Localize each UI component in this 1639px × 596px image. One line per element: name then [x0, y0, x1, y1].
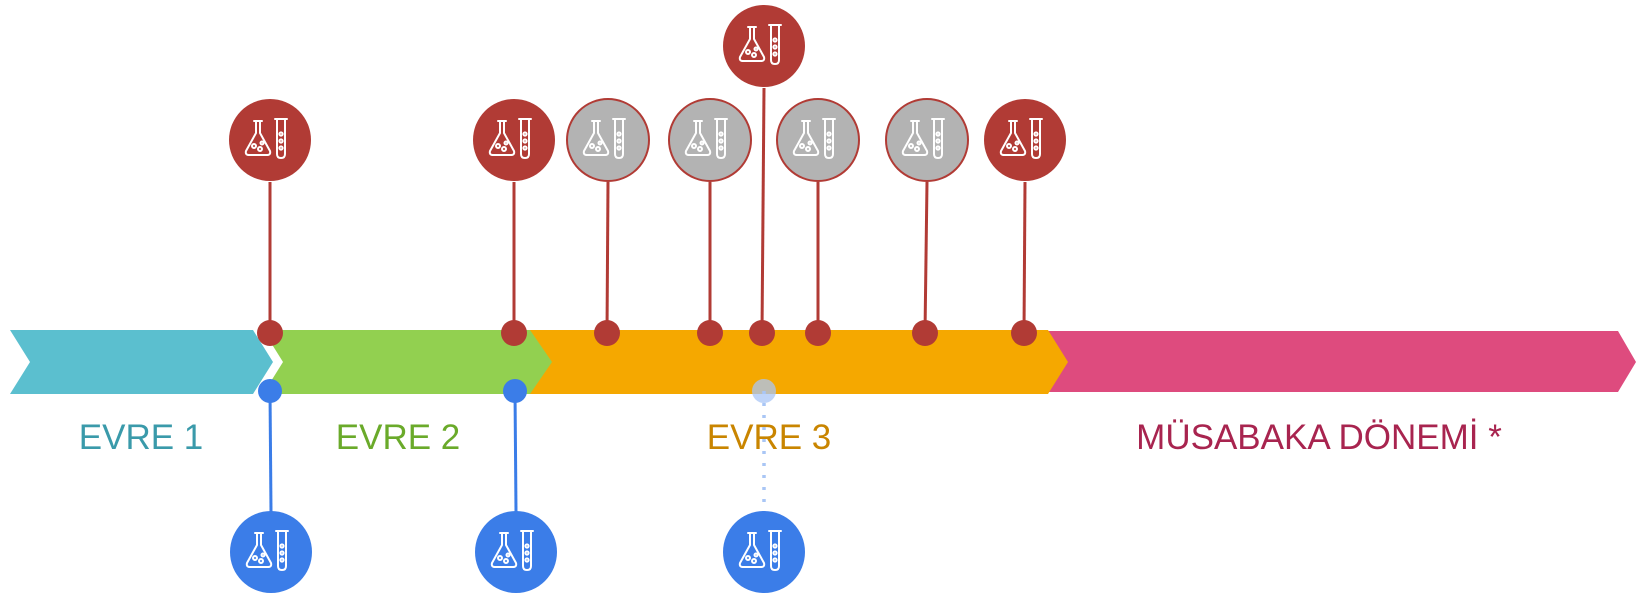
top-marker-red[interactable] [473, 99, 555, 346]
lab-flask-icon [490, 530, 534, 571]
marker-pin [752, 379, 776, 403]
lab-flask-icon [738, 24, 782, 65]
lab-flask-icon [901, 118, 945, 159]
lab-flask-icon [245, 530, 289, 571]
marker-badge [229, 99, 311, 181]
lab-flask-icon [792, 118, 836, 159]
marker-badge [566, 98, 650, 182]
marker-pin [912, 320, 938, 346]
marker-badge [473, 99, 555, 181]
bottom-marker-solid[interactable] [475, 379, 557, 593]
top-marker-red[interactable] [229, 99, 311, 346]
lab-flask-icon [582, 118, 626, 159]
marker-stem [268, 390, 273, 513]
marker-badge [885, 98, 969, 182]
marker-pin [1011, 320, 1037, 346]
phase-arrow-competition [1046, 331, 1636, 392]
marker-pin [258, 379, 282, 403]
top-marker-red[interactable] [723, 5, 805, 346]
phase-label-evre-2: EVRE 2 [336, 418, 461, 457]
marker-pin [805, 320, 831, 346]
marker-pin [697, 320, 723, 346]
top-test-markers [229, 5, 1066, 346]
marker-stem [1022, 181, 1027, 334]
phase-labels: EVRE 1 EVRE 2 EVRE 3 MÜSABAKA DÖNEMİ * [79, 418, 1502, 457]
phase-arrow-evre-2 [263, 330, 552, 394]
top-marker-red[interactable] [984, 99, 1066, 346]
marker-badge [723, 511, 805, 593]
marker-badge [475, 511, 557, 593]
marker-stem [760, 87, 766, 334]
bottom-marker-dotted[interactable] [723, 379, 805, 593]
marker-badge [230, 511, 312, 593]
marker-badge [668, 98, 752, 182]
marker-badge [723, 5, 805, 87]
lab-flask-icon [738, 530, 782, 571]
lab-flask-icon [684, 118, 728, 159]
marker-stem [923, 181, 929, 334]
top-marker-gray[interactable] [885, 98, 969, 346]
lab-flask-icon [488, 118, 532, 159]
marker-pin [749, 320, 775, 346]
lab-flask-icon [999, 118, 1043, 159]
marker-badge [776, 98, 860, 182]
lab-flask-icon [244, 118, 288, 159]
marker-pin [257, 320, 283, 346]
marker-pin [594, 320, 620, 346]
timeline-bar [10, 330, 1636, 394]
marker-pin [503, 379, 527, 403]
phase-label-evre-3: EVRE 3 [707, 418, 832, 457]
marker-stem [605, 181, 610, 334]
top-marker-gray[interactable] [776, 98, 860, 346]
bottom-test-markers [230, 379, 805, 593]
top-marker-gray[interactable] [668, 98, 752, 346]
marker-badge [984, 99, 1066, 181]
phase-label-evre-1: EVRE 1 [79, 418, 204, 457]
bottom-marker-solid[interactable] [230, 379, 312, 593]
top-marker-gray[interactable] [566, 98, 650, 346]
marker-pin [501, 320, 527, 346]
phase-label-competition: MÜSABAKA DÖNEMİ * [1136, 418, 1502, 457]
marker-stem [513, 390, 518, 513]
phase-arrow-evre-3 [505, 330, 1068, 394]
phase-arrow-evre-1 [10, 330, 273, 394]
